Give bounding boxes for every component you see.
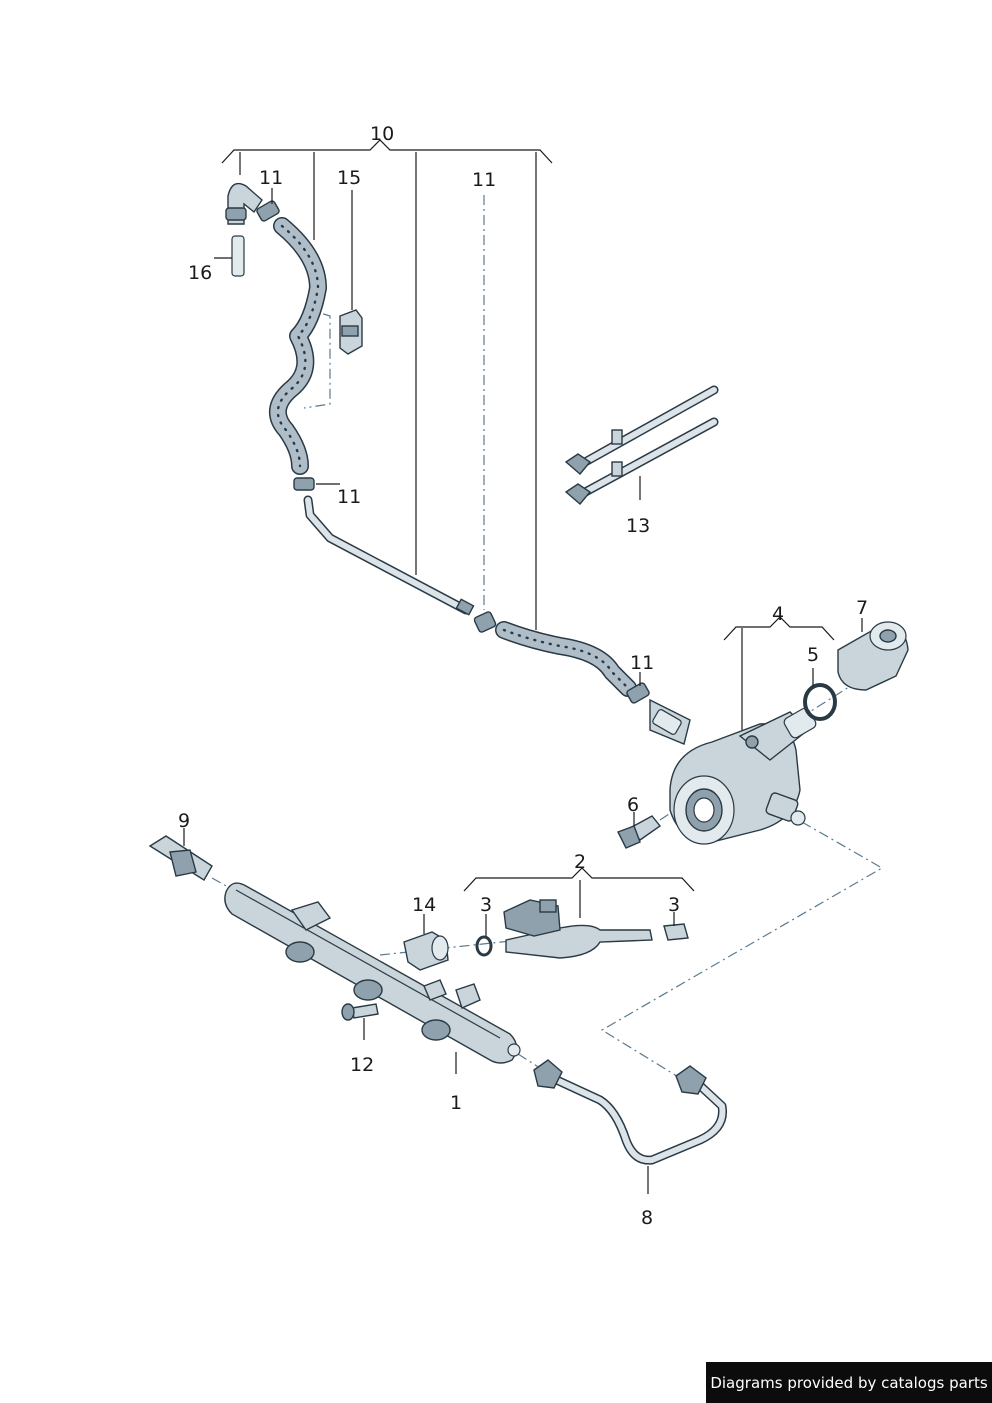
callout-1: 1 — [450, 1092, 462, 1114]
part-3-seal-ring-right — [663, 912, 689, 941]
hose-clamp-11-lower — [473, 611, 497, 633]
part-5-o-ring — [803, 683, 837, 721]
callout-8: 8 — [641, 1207, 653, 1229]
callout-4: 4 — [772, 603, 784, 625]
part-12-bolt — [341, 1003, 379, 1040]
callout-14: 14 — [412, 894, 436, 916]
rigid-fuel-pipe — [303, 495, 475, 616]
connection-line-sensor — [211, 877, 231, 889]
footer-text: Diagrams provided by catalogs parts — [710, 1373, 988, 1392]
callout-9: 9 — [178, 810, 190, 832]
connection-line-pump-seal — [799, 679, 861, 719]
callout-6: 6 — [627, 794, 639, 816]
part-2-injector — [503, 899, 653, 959]
callout-2: 2 — [574, 851, 586, 873]
callout-5: 5 — [807, 644, 819, 666]
hose-elbow-connector — [225, 182, 263, 225]
part-16-pipe-stub — [214, 235, 245, 277]
connection-line-pump-to-pipe — [600, 821, 884, 1079]
part-13-cable-ties — [564, 385, 719, 505]
part-9-pressure-sensor — [148, 828, 213, 881]
part-8-high-pressure-pipe — [533, 1059, 728, 1194]
callout-11-mid: 11 — [337, 486, 361, 508]
bracket-2 — [463, 867, 695, 918]
callout-7: 7 — [856, 597, 868, 619]
bracket-4 — [723, 616, 835, 730]
hose-clamp-11-mid — [293, 477, 340, 491]
part-1-fuel-rail — [224, 882, 521, 1074]
part-6-bolt — [617, 812, 662, 849]
callout-11-pump: 11 — [630, 652, 654, 674]
connection-line-pump-6 — [659, 799, 691, 821]
connection-line-hose-bracket — [303, 307, 331, 409]
connection-line-rail-pipe — [517, 1053, 541, 1069]
hose-clamp-11-pump — [626, 672, 650, 704]
bracket-10 — [221, 139, 553, 630]
callout-3-right: 3 — [668, 894, 680, 916]
lower-fuel-hose — [495, 621, 637, 697]
part-7-cap — [837, 618, 909, 691]
upper-fuel-hose — [269, 217, 327, 475]
callout-15: 15 — [337, 167, 361, 189]
connection-line-injector-seal — [379, 939, 521, 956]
footer-banner: Diagrams provided by catalogs parts — [706, 1362, 992, 1403]
callout-13: 13 — [626, 515, 650, 537]
part-3-seal-ring-left — [475, 935, 493, 957]
callout-16: 16 — [188, 262, 212, 284]
callout-3-left: 3 — [480, 894, 492, 916]
part-15-hose-bracket — [339, 190, 363, 355]
part-4-high-pressure-pump — [649, 698, 817, 845]
callout-11-top-left: 11 — [259, 167, 283, 189]
callout-10: 10 — [370, 123, 394, 145]
callout-12: 12 — [350, 1054, 374, 1076]
hose-clamp-11-top — [256, 188, 280, 222]
part-14-clip — [403, 914, 449, 971]
callout-11-top-middle: 11 — [472, 169, 496, 191]
